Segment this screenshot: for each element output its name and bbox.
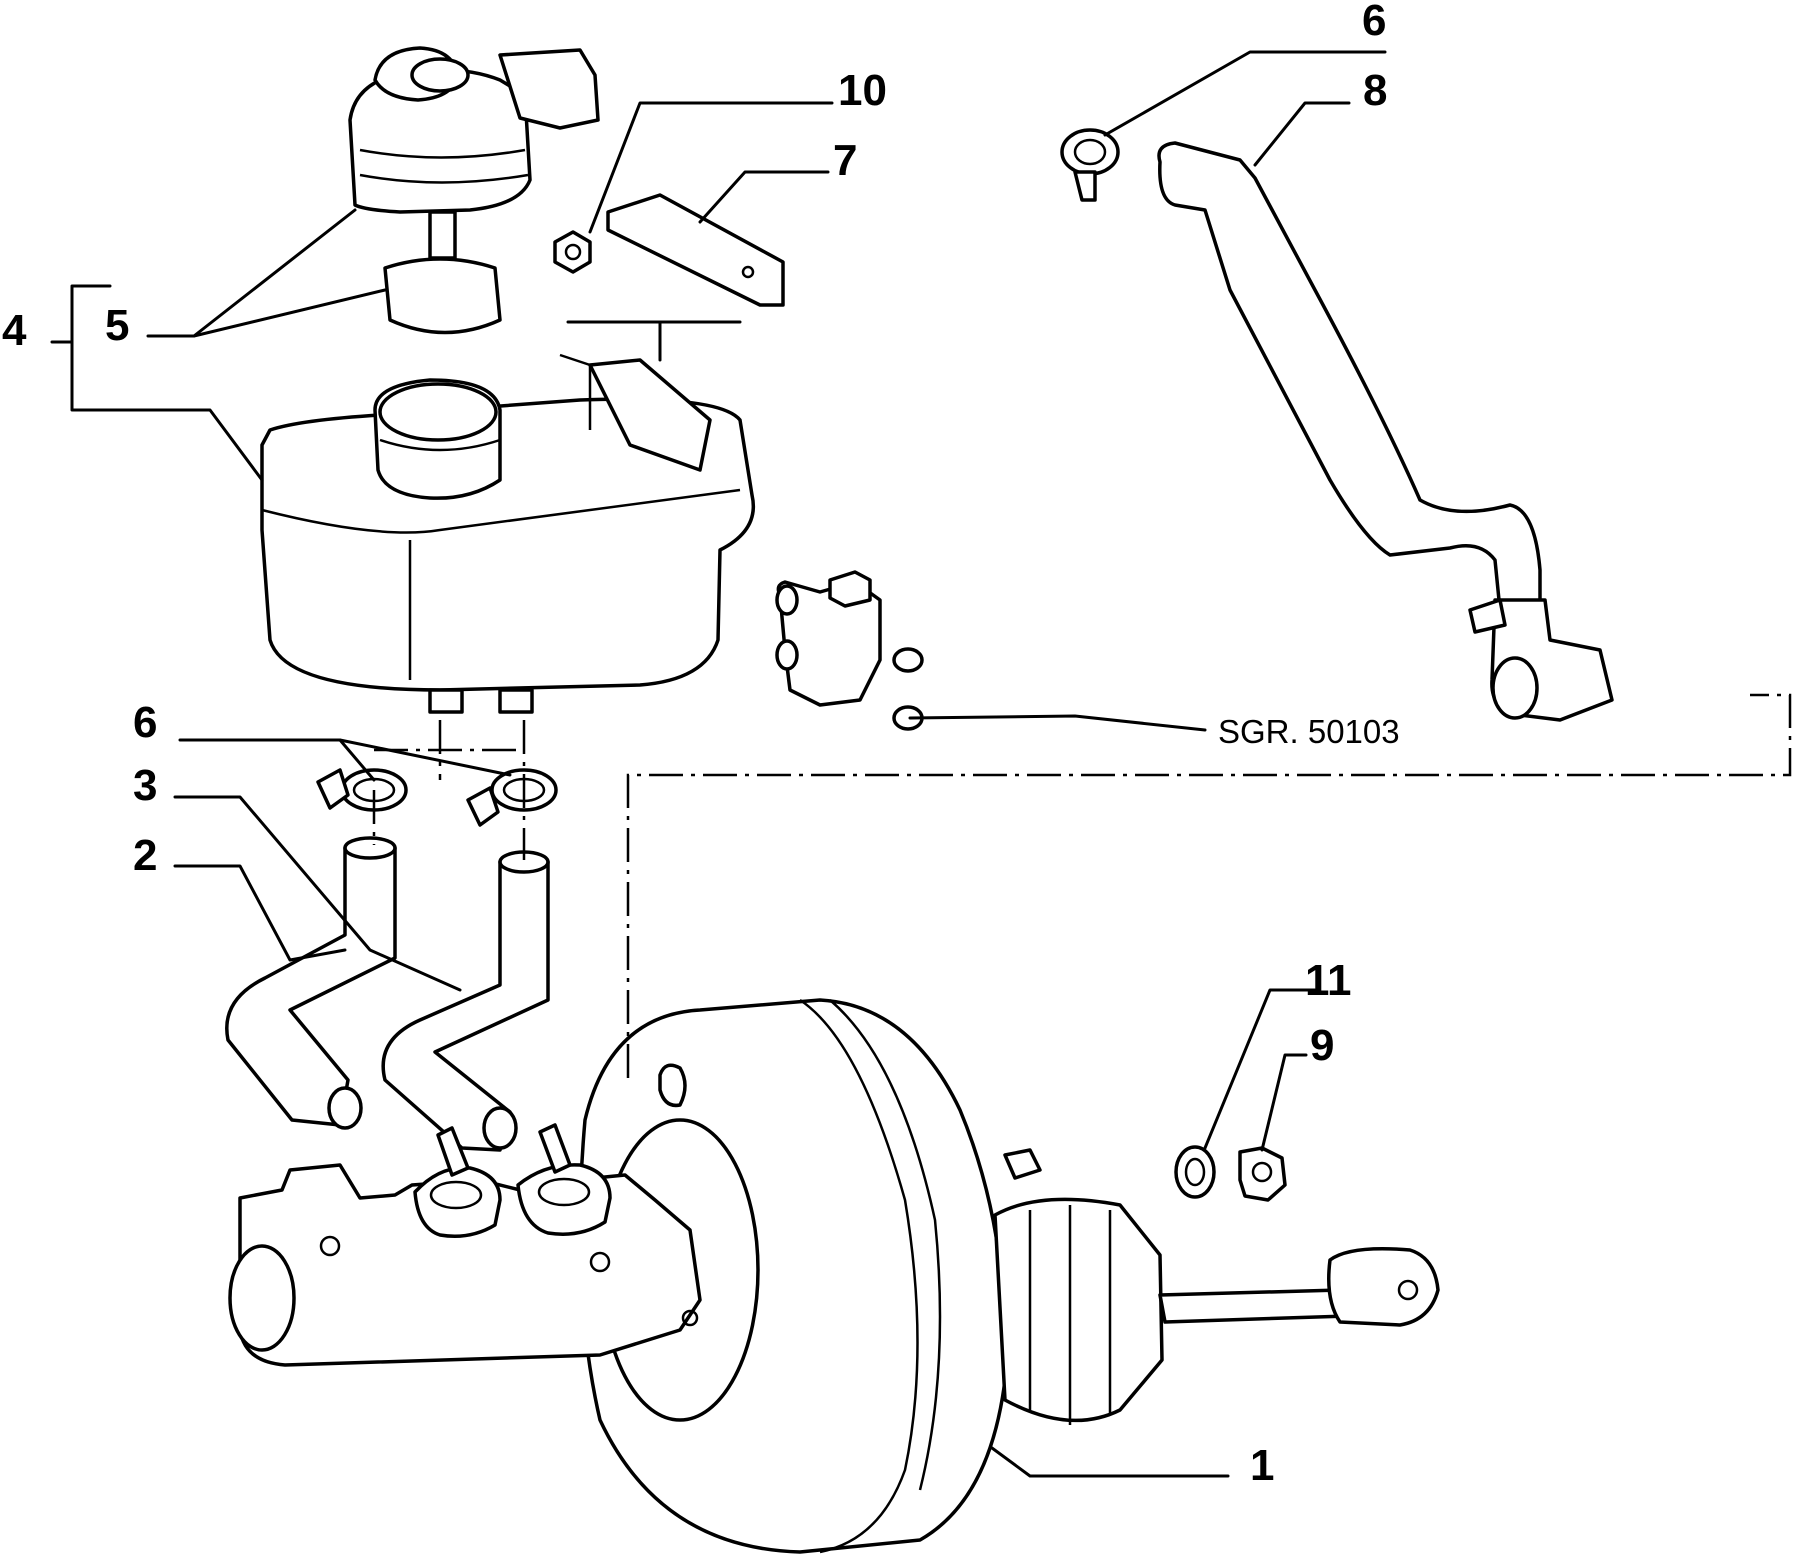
master-cylinder <box>228 1123 702 1367</box>
hose-2 <box>225 836 397 1130</box>
washer-11 <box>1174 1145 1216 1199</box>
label-2: 2 <box>133 831 157 880</box>
hose-clamp-right <box>466 768 558 827</box>
label-1: 1 <box>1250 1441 1274 1490</box>
hose-clamp-top <box>1060 128 1120 202</box>
hose-3 <box>381 850 550 1152</box>
label-6-upper: 6 <box>1362 0 1386 45</box>
label-11: 11 <box>1305 956 1352 1005</box>
label-9: 9 <box>1310 1021 1334 1070</box>
hose-clamp-left <box>316 768 408 812</box>
vacuum-valve-connector <box>775 570 924 731</box>
assembly-dash-lines <box>372 693 1792 1078</box>
label-10: 10 <box>838 66 887 115</box>
reservoir-cap-assembly <box>348 46 600 335</box>
bracket-7 <box>606 193 785 307</box>
label-3: 3 <box>133 761 157 810</box>
brake-booster <box>578 998 1440 1554</box>
label-6-lower: 6 <box>133 698 157 747</box>
label-7: 7 <box>833 136 857 185</box>
nut-10 <box>553 230 592 274</box>
leader-lines <box>50 50 1387 1478</box>
nut-9 <box>1238 1146 1287 1202</box>
fluid-reservoir <box>260 353 755 714</box>
label-8: 8 <box>1363 66 1387 115</box>
reference-sgr: SGR. 50103 <box>1218 713 1400 750</box>
vacuum-hose-8 <box>1157 141 1614 722</box>
label-5: 5 <box>105 301 129 350</box>
label-4: 4 <box>2 306 27 355</box>
